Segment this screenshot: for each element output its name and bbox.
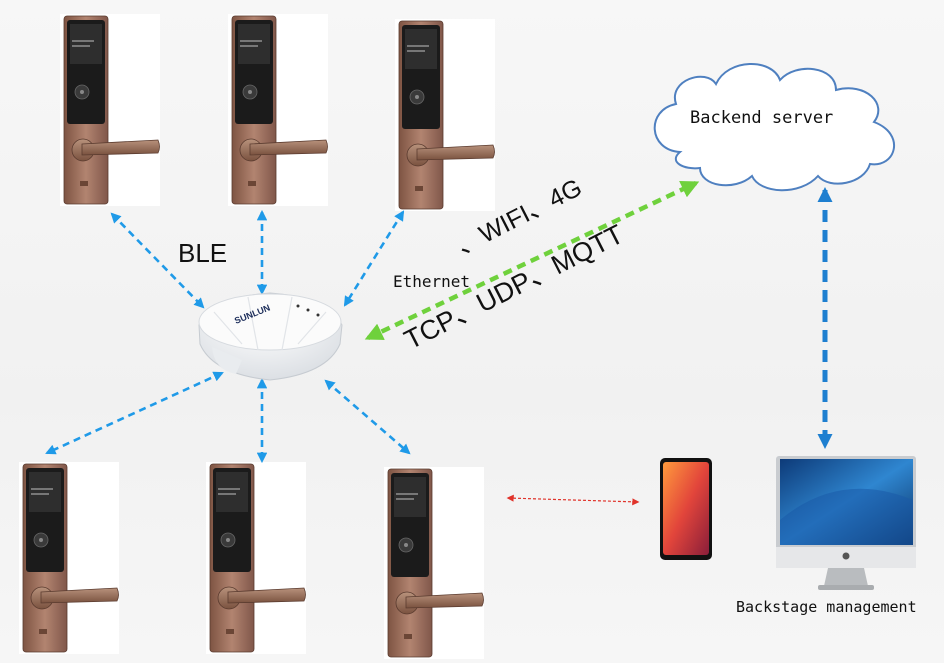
network-link (364, 180, 700, 341)
phone-link (506, 494, 640, 506)
ble-link (324, 379, 411, 455)
door-lock-icon (18, 461, 120, 655)
backstage-management-label: Backstage management (736, 598, 917, 616)
door-lock-icon (383, 466, 485, 660)
ble-link (110, 212, 205, 309)
door-lock-icon (227, 13, 329, 207)
desktop-computer-icon (776, 456, 916, 590)
door-lock-icon (394, 18, 496, 212)
ble-link (343, 210, 405, 307)
ethernet-label: Ethernet (393, 272, 471, 291)
ble-link (45, 371, 224, 455)
door-lock-icon (205, 461, 307, 655)
smartphone-icon (660, 458, 712, 560)
gateway-icon (198, 292, 343, 381)
backend-server-label: Backend server (690, 108, 834, 128)
door-lock-icon (59, 13, 161, 207)
cloud-icon (653, 63, 895, 192)
ble-label: BLE (178, 238, 228, 268)
